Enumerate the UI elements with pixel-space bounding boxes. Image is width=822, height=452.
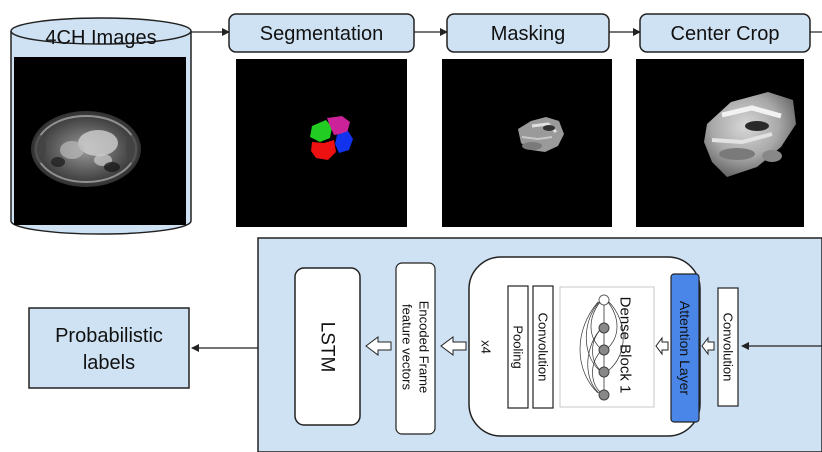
attention-layer-label: Attention Layer	[677, 301, 693, 396]
convolution-input-label: Convolution	[721, 313, 736, 382]
convolution-box	[532, 285, 554, 409]
attention-layer-box	[670, 273, 700, 423]
center-crop-label: Center Crop	[671, 23, 780, 45]
convolution-label: Convolution	[536, 313, 551, 382]
segmentation-image	[236, 59, 407, 227]
encoded-features-label-line1: Encoded Frame	[417, 301, 432, 394]
encoded-features-box	[395, 262, 436, 435]
encoded-features-label-line2: feature vectors	[400, 304, 415, 390]
probabilistic-labels-line2: labels	[83, 352, 135, 374]
lstm-box	[294, 267, 361, 426]
dense-block-label: Dense Block 1	[617, 297, 634, 394]
probabilistic-labels-line1: Probabilistic	[55, 325, 163, 347]
probabilistic-labels-box	[28, 307, 190, 389]
hollow-arrow-attention-to-dense	[655, 336, 669, 356]
hollow-arrow-conv-to-attention	[701, 336, 715, 356]
masked-image	[442, 59, 612, 227]
segmentation-label: Segmentation	[260, 23, 383, 45]
center-crop-image	[636, 59, 804, 227]
masking-label: Masking	[491, 23, 565, 45]
hollow-arrow-encoded-to-lstm	[365, 336, 392, 356]
convolution-input-box	[717, 287, 739, 407]
pooling-label: Pooling	[511, 325, 526, 368]
pooling-box	[507, 285, 529, 409]
database-label: 4CH Images	[45, 27, 156, 49]
dense-block-graphic	[559, 286, 655, 408]
lstm-label: LSTM	[317, 322, 338, 373]
mri-image	[14, 57, 186, 225]
hollow-arrow-block-to-encoded	[440, 336, 467, 356]
repeat-label: x4	[479, 340, 494, 354]
